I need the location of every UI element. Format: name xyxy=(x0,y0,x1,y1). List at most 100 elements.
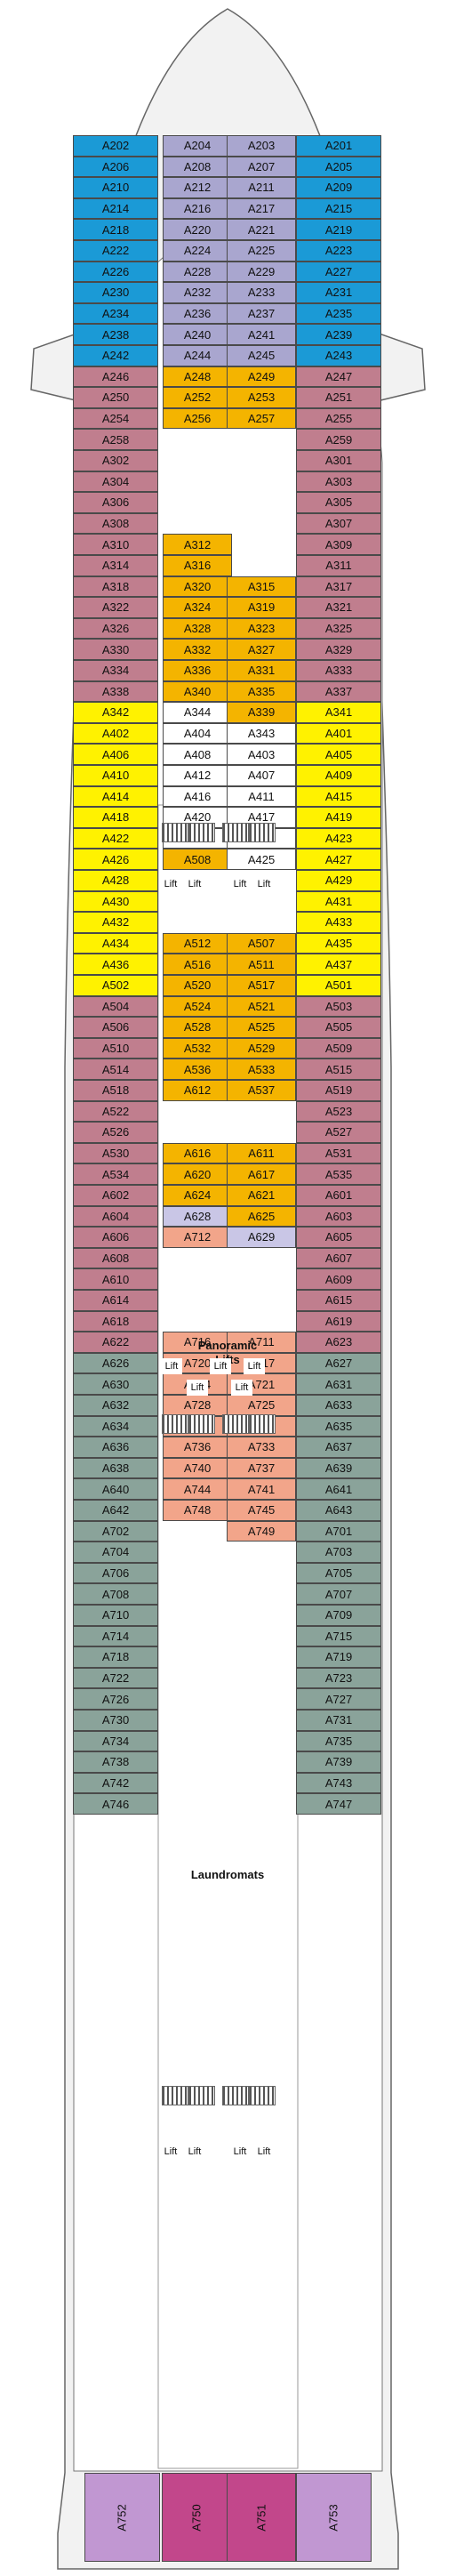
cabin-a341[interactable]: A341 xyxy=(296,702,381,723)
cabin-a604[interactable]: A604 xyxy=(73,1205,158,1228)
cabin-a406[interactable]: A406 xyxy=(73,744,158,765)
cabin-a332[interactable]: A332 xyxy=(163,639,232,660)
cabin-a621[interactable]: A621 xyxy=(227,1185,296,1206)
cabin-a537[interactable]: A537 xyxy=(227,1080,296,1101)
cabin-a335[interactable]: A335 xyxy=(227,680,296,703)
cabin-a245[interactable]: A245 xyxy=(227,345,296,366)
cabin-a722[interactable]: A722 xyxy=(73,1667,158,1689)
cabin-a247[interactable]: A247 xyxy=(296,366,381,388)
cabin-a327[interactable]: A327 xyxy=(227,639,296,660)
cabin-a702[interactable]: A702 xyxy=(73,1520,158,1542)
cabin-a741[interactable]: A741 xyxy=(227,1478,296,1500)
cabin-a606[interactable]: A606 xyxy=(73,1227,158,1248)
cabin-a252[interactable]: A252 xyxy=(163,387,232,408)
cabin-a221[interactable]: A221 xyxy=(227,219,296,240)
cabin-a259[interactable]: A259 xyxy=(296,429,381,450)
cabin-a706[interactable]: A706 xyxy=(73,1562,158,1584)
cabin-a409[interactable]: A409 xyxy=(296,765,381,786)
cabin-a303[interactable]: A303 xyxy=(296,471,381,493)
cabin-a225[interactable]: A225 xyxy=(227,240,296,262)
cabin-a309[interactable]: A309 xyxy=(296,534,381,555)
cabin-a747[interactable]: A747 xyxy=(296,1793,381,1815)
cabin-a414[interactable]: A414 xyxy=(73,785,158,808)
cabin-a626[interactable]: A626 xyxy=(73,1352,158,1374)
cabin-a740[interactable]: A740 xyxy=(163,1457,232,1479)
cabin-a210[interactable]: A210 xyxy=(73,177,158,198)
cabin-a739[interactable]: A739 xyxy=(296,1751,381,1773)
cabin-a311[interactable]: A311 xyxy=(296,555,381,576)
cabin-a736[interactable]: A736 xyxy=(163,1437,232,1458)
cabin-a436[interactable]: A436 xyxy=(73,954,158,975)
cabin-a526[interactable]: A526 xyxy=(73,1122,158,1143)
cabin-a306[interactable]: A306 xyxy=(73,492,158,513)
cabin-a625[interactable]: A625 xyxy=(227,1205,296,1228)
cabin-a718[interactable]: A718 xyxy=(73,1646,158,1668)
cabin-a431[interactable]: A431 xyxy=(296,890,381,913)
cabin-a708[interactable]: A708 xyxy=(73,1583,158,1605)
cabin-a531[interactable]: A531 xyxy=(296,1142,381,1164)
cabin-a529[interactable]: A529 xyxy=(227,1037,296,1059)
cabin-a331[interactable]: A331 xyxy=(227,660,296,681)
cabin-a610[interactable]: A610 xyxy=(73,1268,158,1290)
cabin-a312[interactable]: A312 xyxy=(163,534,232,555)
cabin-a218[interactable]: A218 xyxy=(73,219,158,240)
cabin-a340[interactable]: A340 xyxy=(163,680,232,703)
cabin-a253[interactable]: A253 xyxy=(227,387,296,408)
cabin-a427[interactable]: A427 xyxy=(296,849,381,870)
cabin-a212[interactable]: A212 xyxy=(163,177,232,198)
cabin-a404[interactable]: A404 xyxy=(163,722,232,745)
cabin-a258[interactable]: A258 xyxy=(73,429,158,450)
cabin-a525[interactable]: A525 xyxy=(227,1017,296,1038)
cabin-a703[interactable]: A703 xyxy=(296,1542,381,1563)
cabin-a207[interactable]: A207 xyxy=(227,156,296,178)
cabin-a307[interactable]: A307 xyxy=(296,512,381,535)
cabin-a343[interactable]: A343 xyxy=(227,722,296,745)
cabin-a238[interactable]: A238 xyxy=(73,324,158,345)
cabin-a523[interactable]: A523 xyxy=(296,1100,381,1123)
cabin-a344[interactable]: A344 xyxy=(163,702,232,723)
cabin-a419[interactable]: A419 xyxy=(296,807,381,828)
cabin-a228[interactable]: A228 xyxy=(163,261,232,283)
cabin-a530[interactable]: A530 xyxy=(73,1142,158,1164)
cabin-a302[interactable]: A302 xyxy=(73,450,158,471)
cabin-a506[interactable]: A506 xyxy=(73,1017,158,1038)
cabin-a612[interactable]: A612 xyxy=(163,1080,232,1101)
cabin-a249[interactable]: A249 xyxy=(227,366,296,388)
cabin-a339[interactable]: A339 xyxy=(227,702,296,723)
cabin-a333[interactable]: A333 xyxy=(296,660,381,681)
cabin-a707[interactable]: A707 xyxy=(296,1583,381,1605)
cabin-a405[interactable]: A405 xyxy=(296,744,381,765)
cabin-a745[interactable]: A745 xyxy=(227,1500,296,1521)
cabin-a416[interactable]: A416 xyxy=(163,785,232,808)
cabin-a623[interactable]: A623 xyxy=(296,1332,381,1353)
cabin-a620[interactable]: A620 xyxy=(163,1163,232,1185)
cabin-a611[interactable]: A611 xyxy=(227,1142,296,1164)
cabin-a615[interactable]: A615 xyxy=(296,1290,381,1311)
cabin-a534[interactable]: A534 xyxy=(73,1163,158,1185)
cabin-a634[interactable]: A634 xyxy=(73,1415,158,1437)
cabin-a515[interactable]: A515 xyxy=(296,1059,381,1080)
cabin-a314[interactable]: A314 xyxy=(73,555,158,576)
cabin-a723[interactable]: A723 xyxy=(296,1667,381,1689)
cabin-a202[interactable]: A202 xyxy=(73,135,158,157)
cabin-a233[interactable]: A233 xyxy=(227,282,296,303)
cabin-a712[interactable]: A712 xyxy=(163,1227,232,1248)
cabin-a234[interactable]: A234 xyxy=(73,302,158,325)
cabin-a609[interactable]: A609 xyxy=(296,1268,381,1290)
cabin-a522[interactable]: A522 xyxy=(73,1100,158,1123)
cabin-a735[interactable]: A735 xyxy=(296,1730,381,1752)
cabin-a248[interactable]: A248 xyxy=(163,366,232,388)
cabin-a203[interactable]: A203 xyxy=(227,135,296,157)
cabin-a437[interactable]: A437 xyxy=(296,954,381,975)
cabin-a239[interactable]: A239 xyxy=(296,324,381,345)
cabin-a502[interactable]: A502 xyxy=(73,975,158,996)
cabin-a614[interactable]: A614 xyxy=(73,1290,158,1311)
cabin-a520[interactable]: A520 xyxy=(163,975,232,996)
cabin-a504[interactable]: A504 xyxy=(73,995,158,1018)
cabin-a315[interactable]: A315 xyxy=(227,576,296,598)
cabin-a605[interactable]: A605 xyxy=(296,1227,381,1248)
cabin-a231[interactable]: A231 xyxy=(296,282,381,303)
cabin-a255[interactable]: A255 xyxy=(296,407,381,430)
cabin-a622[interactable]: A622 xyxy=(73,1332,158,1353)
cabin-a532[interactable]: A532 xyxy=(163,1037,232,1059)
